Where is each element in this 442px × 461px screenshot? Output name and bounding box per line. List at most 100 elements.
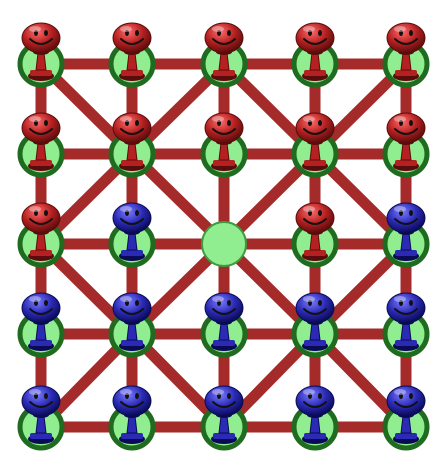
piece-eye xyxy=(44,30,48,36)
piece-foot xyxy=(121,340,143,346)
piece-highlight xyxy=(394,296,406,302)
piece-eye xyxy=(409,120,413,126)
piece-eye xyxy=(217,393,221,399)
red-piece[interactable] xyxy=(204,22,244,81)
piece-eye xyxy=(409,210,413,216)
piece-highlight xyxy=(394,26,406,32)
piece-eye xyxy=(135,300,139,306)
piece-highlight xyxy=(303,296,315,302)
blue-piece[interactable] xyxy=(204,292,244,351)
piece-foot xyxy=(30,70,52,76)
piece-eye xyxy=(44,120,48,126)
blue-piece[interactable] xyxy=(295,292,335,351)
blue-piece[interactable] xyxy=(386,292,426,351)
red-piece[interactable] xyxy=(21,202,61,261)
blue-piece[interactable] xyxy=(386,202,426,261)
blue-piece[interactable] xyxy=(386,385,426,444)
piece-eye xyxy=(227,30,231,36)
piece-highlight xyxy=(120,116,132,122)
piece-eye xyxy=(318,120,322,126)
blue-piece[interactable] xyxy=(112,292,152,351)
red-piece[interactable] xyxy=(21,112,61,171)
red-piece[interactable] xyxy=(112,112,152,171)
blue-piece[interactable] xyxy=(204,385,244,444)
piece-stem xyxy=(309,322,321,341)
piece-stem xyxy=(309,52,321,71)
red-piece[interactable] xyxy=(295,202,335,261)
piece-stem xyxy=(400,52,412,71)
piece-head xyxy=(21,112,61,144)
blue-piece[interactable] xyxy=(21,292,61,351)
piece-head xyxy=(112,22,152,54)
piece-stem xyxy=(309,232,321,251)
piece-highlight xyxy=(212,116,224,122)
piece-eye xyxy=(318,393,322,399)
piece-head xyxy=(295,112,335,144)
piece-eye xyxy=(399,120,403,126)
piece-highlight xyxy=(29,296,41,302)
piece-eye xyxy=(409,393,413,399)
piece-foot xyxy=(304,70,326,76)
piece-head xyxy=(21,385,61,417)
piece-eye xyxy=(399,210,403,216)
red-piece[interactable] xyxy=(204,112,244,171)
piece-smile xyxy=(29,308,53,315)
red-piece[interactable] xyxy=(21,22,61,81)
piece-stem xyxy=(309,415,321,434)
piece-head xyxy=(112,292,152,324)
piece-highlight xyxy=(212,26,224,32)
piece-eye xyxy=(34,210,38,216)
blue-piece[interactable] xyxy=(112,385,152,444)
piece-head xyxy=(295,385,335,417)
piece-stem xyxy=(126,322,138,341)
piece-eye xyxy=(34,120,38,126)
piece-smile xyxy=(29,128,53,135)
piece-stem xyxy=(35,232,47,251)
piece-highlight xyxy=(29,26,41,32)
piece-smile xyxy=(303,401,327,408)
piece-smile xyxy=(394,38,418,45)
piece-highlight xyxy=(120,296,132,302)
piece-head xyxy=(386,202,426,234)
blue-piece[interactable] xyxy=(295,385,335,444)
piece-highlight xyxy=(303,389,315,395)
piece-head xyxy=(386,292,426,324)
piece-eye xyxy=(44,300,48,306)
blue-piece[interactable] xyxy=(21,385,61,444)
piece-stem xyxy=(126,142,138,161)
piece-head xyxy=(112,112,152,144)
piece-eye xyxy=(125,120,129,126)
piece-highlight xyxy=(212,389,224,395)
piece-eye xyxy=(318,210,322,216)
red-piece[interactable] xyxy=(112,22,152,81)
piece-head xyxy=(112,202,152,234)
piece-eye xyxy=(125,393,129,399)
blue-piece[interactable] xyxy=(112,202,152,261)
red-piece[interactable] xyxy=(295,22,335,81)
piece-stem xyxy=(218,52,230,71)
piece-highlight xyxy=(29,116,41,122)
piece-eye xyxy=(34,30,38,36)
piece-head xyxy=(386,22,426,54)
piece-foot xyxy=(395,160,417,166)
piece-foot xyxy=(395,250,417,256)
piece-smile xyxy=(394,308,418,315)
piece-stem xyxy=(400,142,412,161)
red-piece[interactable] xyxy=(386,112,426,171)
board-node-2-2[interactable] xyxy=(201,221,247,267)
piece-foot xyxy=(304,250,326,256)
piece-head xyxy=(295,292,335,324)
piece-smile xyxy=(303,218,327,225)
piece-head xyxy=(295,202,335,234)
piece-smile xyxy=(212,38,236,45)
piece-eye xyxy=(308,393,312,399)
piece-smile xyxy=(212,128,236,135)
piece-smile xyxy=(120,308,144,315)
piece-smile xyxy=(120,218,144,225)
red-piece[interactable] xyxy=(295,112,335,171)
red-piece[interactable] xyxy=(386,22,426,81)
piece-highlight xyxy=(120,206,132,212)
piece-eye xyxy=(308,30,312,36)
piece-foot xyxy=(121,433,143,439)
